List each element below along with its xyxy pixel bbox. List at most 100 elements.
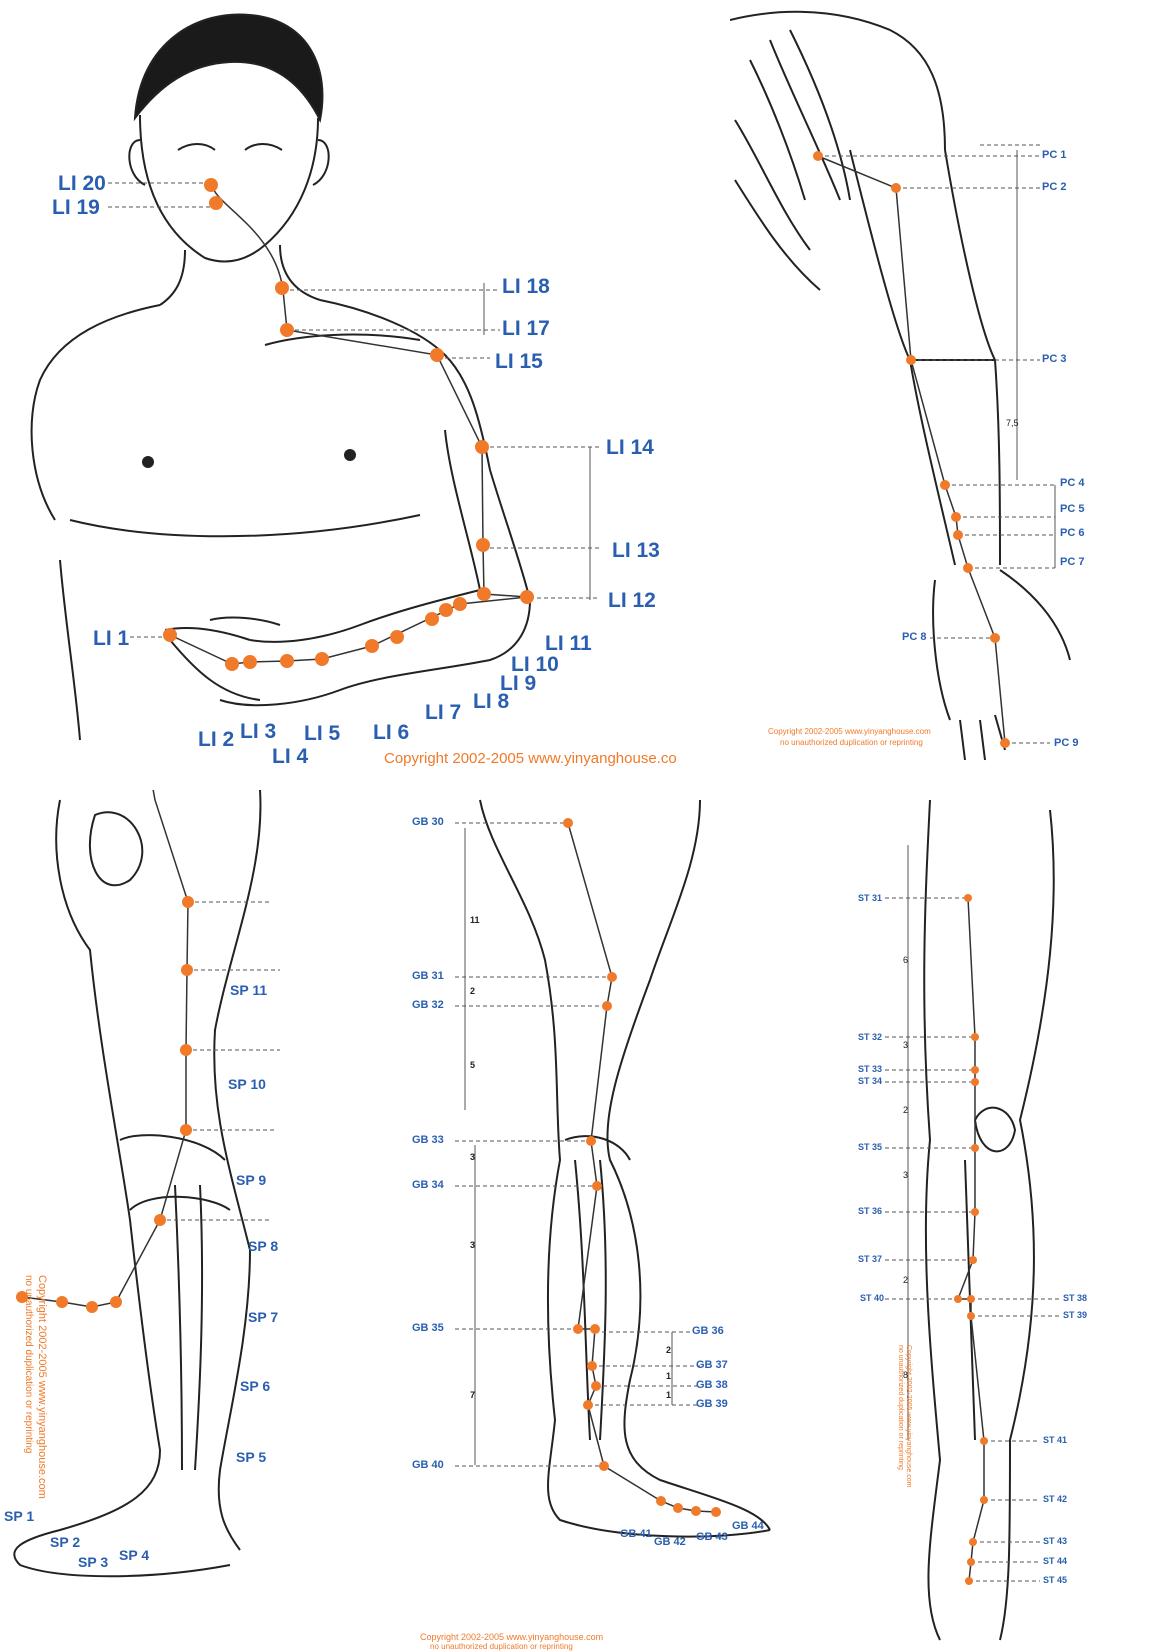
label-st39: ST 39 — [1063, 1310, 1087, 1320]
label-gb31: GB 31 — [412, 970, 444, 982]
label-st38: ST 38 — [1063, 1293, 1087, 1303]
label-st45: ST 45 — [1043, 1575, 1067, 1585]
copyright-sp: Copyright 2002-2005 www.yinyanghouse.com — [36, 1275, 48, 1499]
label-st43: ST 43 — [1043, 1536, 1067, 1546]
label-li15: LI 15 — [495, 350, 543, 374]
spleen-panel: SP 11 SP 10 SP 9 SP 8 SP 7 SP 6 SP 5 SP … — [0, 790, 360, 1651]
measure-st-2a: 2 — [903, 1105, 908, 1115]
label-pc6: PC 6 — [1060, 527, 1084, 539]
label-st31: ST 31 — [858, 893, 882, 903]
label-st35: ST 35 — [858, 1142, 882, 1152]
label-gb39: GB 39 — [696, 1398, 728, 1410]
label-gb33: GB 33 — [412, 1134, 444, 1146]
measure-gb-1a: 1 — [666, 1371, 671, 1381]
label-li20: LI 20 — [58, 172, 106, 196]
leg-front-thin-illustration — [820, 790, 1151, 1651]
label-st33: ST 33 — [858, 1064, 882, 1074]
label-pc5: PC 5 — [1060, 503, 1084, 515]
label-st42: ST 42 — [1043, 1494, 1067, 1504]
copyright-sp-2: no unauthorized duplication or reprintin… — [23, 1275, 34, 1453]
label-gb41: GB 41 — [620, 1528, 652, 1540]
measure-gb-3a: 3 — [470, 1152, 475, 1162]
label-gb37: GB 37 — [696, 1359, 728, 1371]
torso-illustration — [0, 0, 700, 780]
label-gb34: GB 34 — [412, 1179, 444, 1191]
label-li3: LI 3 — [240, 720, 276, 744]
measure-pc: 7,5 — [1006, 418, 1019, 428]
measure-gb-2b: 2 — [666, 1345, 671, 1355]
measure-gb-11: 11 — [470, 915, 480, 925]
measure-st-6: 6 — [903, 955, 908, 965]
label-sp1: SP 1 — [4, 1508, 34, 1524]
label-gb44: GB 44 — [732, 1520, 764, 1532]
label-li12: LI 12 — [608, 589, 656, 613]
label-li6: LI 6 — [373, 721, 409, 745]
label-pc1: PC 1 — [1042, 149, 1066, 161]
label-li5: LI 5 — [304, 722, 340, 746]
label-st32: ST 32 — [858, 1032, 882, 1042]
label-li17: LI 17 — [502, 317, 550, 341]
label-li2: LI 2 — [198, 728, 234, 752]
label-st37: ST 37 — [858, 1254, 882, 1264]
gallbladder-panel: GB 30 GB 31 GB 32 GB 33 GB 34 GB 35 GB 3… — [390, 790, 790, 1651]
measure-gb-7: 7 — [470, 1390, 475, 1400]
label-st44: ST 44 — [1043, 1556, 1067, 1566]
leg-front-illustration — [0, 790, 360, 1651]
label-sp10: SP 10 — [228, 1076, 266, 1092]
label-st41: ST 41 — [1043, 1435, 1067, 1445]
label-st40: ST 40 — [860, 1293, 884, 1303]
copyright-pc-2: no unauthorized duplication or reprintin… — [780, 738, 923, 747]
label-st34: ST 34 — [858, 1076, 882, 1086]
label-pc8: PC 8 — [902, 631, 926, 643]
copyright-li: Copyright 2002-2005 www.yinyanghouse.co — [384, 750, 677, 767]
label-sp3: SP 3 — [78, 1554, 108, 1570]
measure-st-3b: 3 — [903, 1170, 908, 1180]
label-sp9: SP 9 — [236, 1172, 266, 1188]
label-pc4: PC 4 — [1060, 477, 1084, 489]
measure-gb-5: 5 — [470, 1060, 475, 1070]
label-gb42: GB 42 — [654, 1536, 686, 1548]
measure-st-2b: 2 — [903, 1275, 908, 1285]
measure-gb-2: 2 — [470, 986, 475, 996]
label-gb38: GB 38 — [696, 1379, 728, 1391]
label-pc2: PC 2 — [1042, 181, 1066, 193]
label-sp11: SP 11 — [230, 982, 267, 998]
label-sp7: SP 7 — [248, 1309, 278, 1325]
large-intestine-panel: LI 20 LI 19 LI 18 LI 17 LI 15 LI 14 LI 1… — [0, 0, 700, 780]
label-gb43: GB 43 — [696, 1531, 728, 1543]
label-li18: LI 18 — [502, 275, 550, 299]
label-sp2: SP 2 — [50, 1534, 80, 1550]
label-sp6: SP 6 — [240, 1378, 270, 1394]
label-st36: ST 36 — [858, 1206, 882, 1216]
label-gb40: GB 40 — [412, 1459, 444, 1471]
copyright-st: Copyright 2002-2005 www.yinyanghouse.com — [905, 1345, 912, 1487]
copyright-gb-2: no unauthorized duplication or reprintin… — [430, 1642, 573, 1651]
stomach-panel: ST 31 ST 32 ST 33 ST 34 ST 35 ST 36 ST 3… — [820, 790, 1151, 1651]
measure-gb-3b: 3 — [470, 1240, 475, 1250]
label-sp4: SP 4 — [119, 1547, 149, 1563]
label-gb32: GB 32 — [412, 999, 444, 1011]
label-li7: LI 7 — [425, 701, 461, 725]
label-sp5: SP 5 — [236, 1449, 266, 1465]
label-pc7: PC 7 — [1060, 556, 1084, 568]
copyright-st-2: no unauthorized duplication or reprintin… — [897, 1345, 904, 1470]
measure-gb-1b: 1 — [666, 1390, 671, 1400]
label-li8: LI 8 — [473, 690, 509, 714]
copyright-pc: Copyright 2002-2005 www.yinyanghouse.com — [768, 727, 931, 736]
label-li1: LI 1 — [93, 627, 129, 651]
label-sp8: SP 8 — [248, 1238, 278, 1254]
arm-illustration — [730, 0, 1151, 780]
copyright-gb: Copyright 2002-2005 www.yinyanghouse.com — [420, 1632, 603, 1642]
leg-side-illustration — [390, 790, 790, 1651]
measure-st-3a: 3 — [903, 1040, 908, 1050]
label-li19: LI 19 — [52, 196, 100, 220]
label-li13: LI 13 — [612, 539, 660, 563]
label-pc9: PC 9 — [1054, 737, 1078, 749]
label-li14: LI 14 — [606, 436, 654, 460]
label-li4: LI 4 — [272, 745, 308, 769]
label-gb36: GB 36 — [692, 1325, 724, 1337]
label-gb35: GB 35 — [412, 1322, 444, 1334]
label-gb30: GB 30 — [412, 816, 444, 828]
pericardium-panel: PC 1 PC 2 PC 3 PC 4 PC 5 PC 6 PC 7 PC 8 … — [730, 0, 1151, 780]
label-pc3: PC 3 — [1042, 353, 1066, 365]
